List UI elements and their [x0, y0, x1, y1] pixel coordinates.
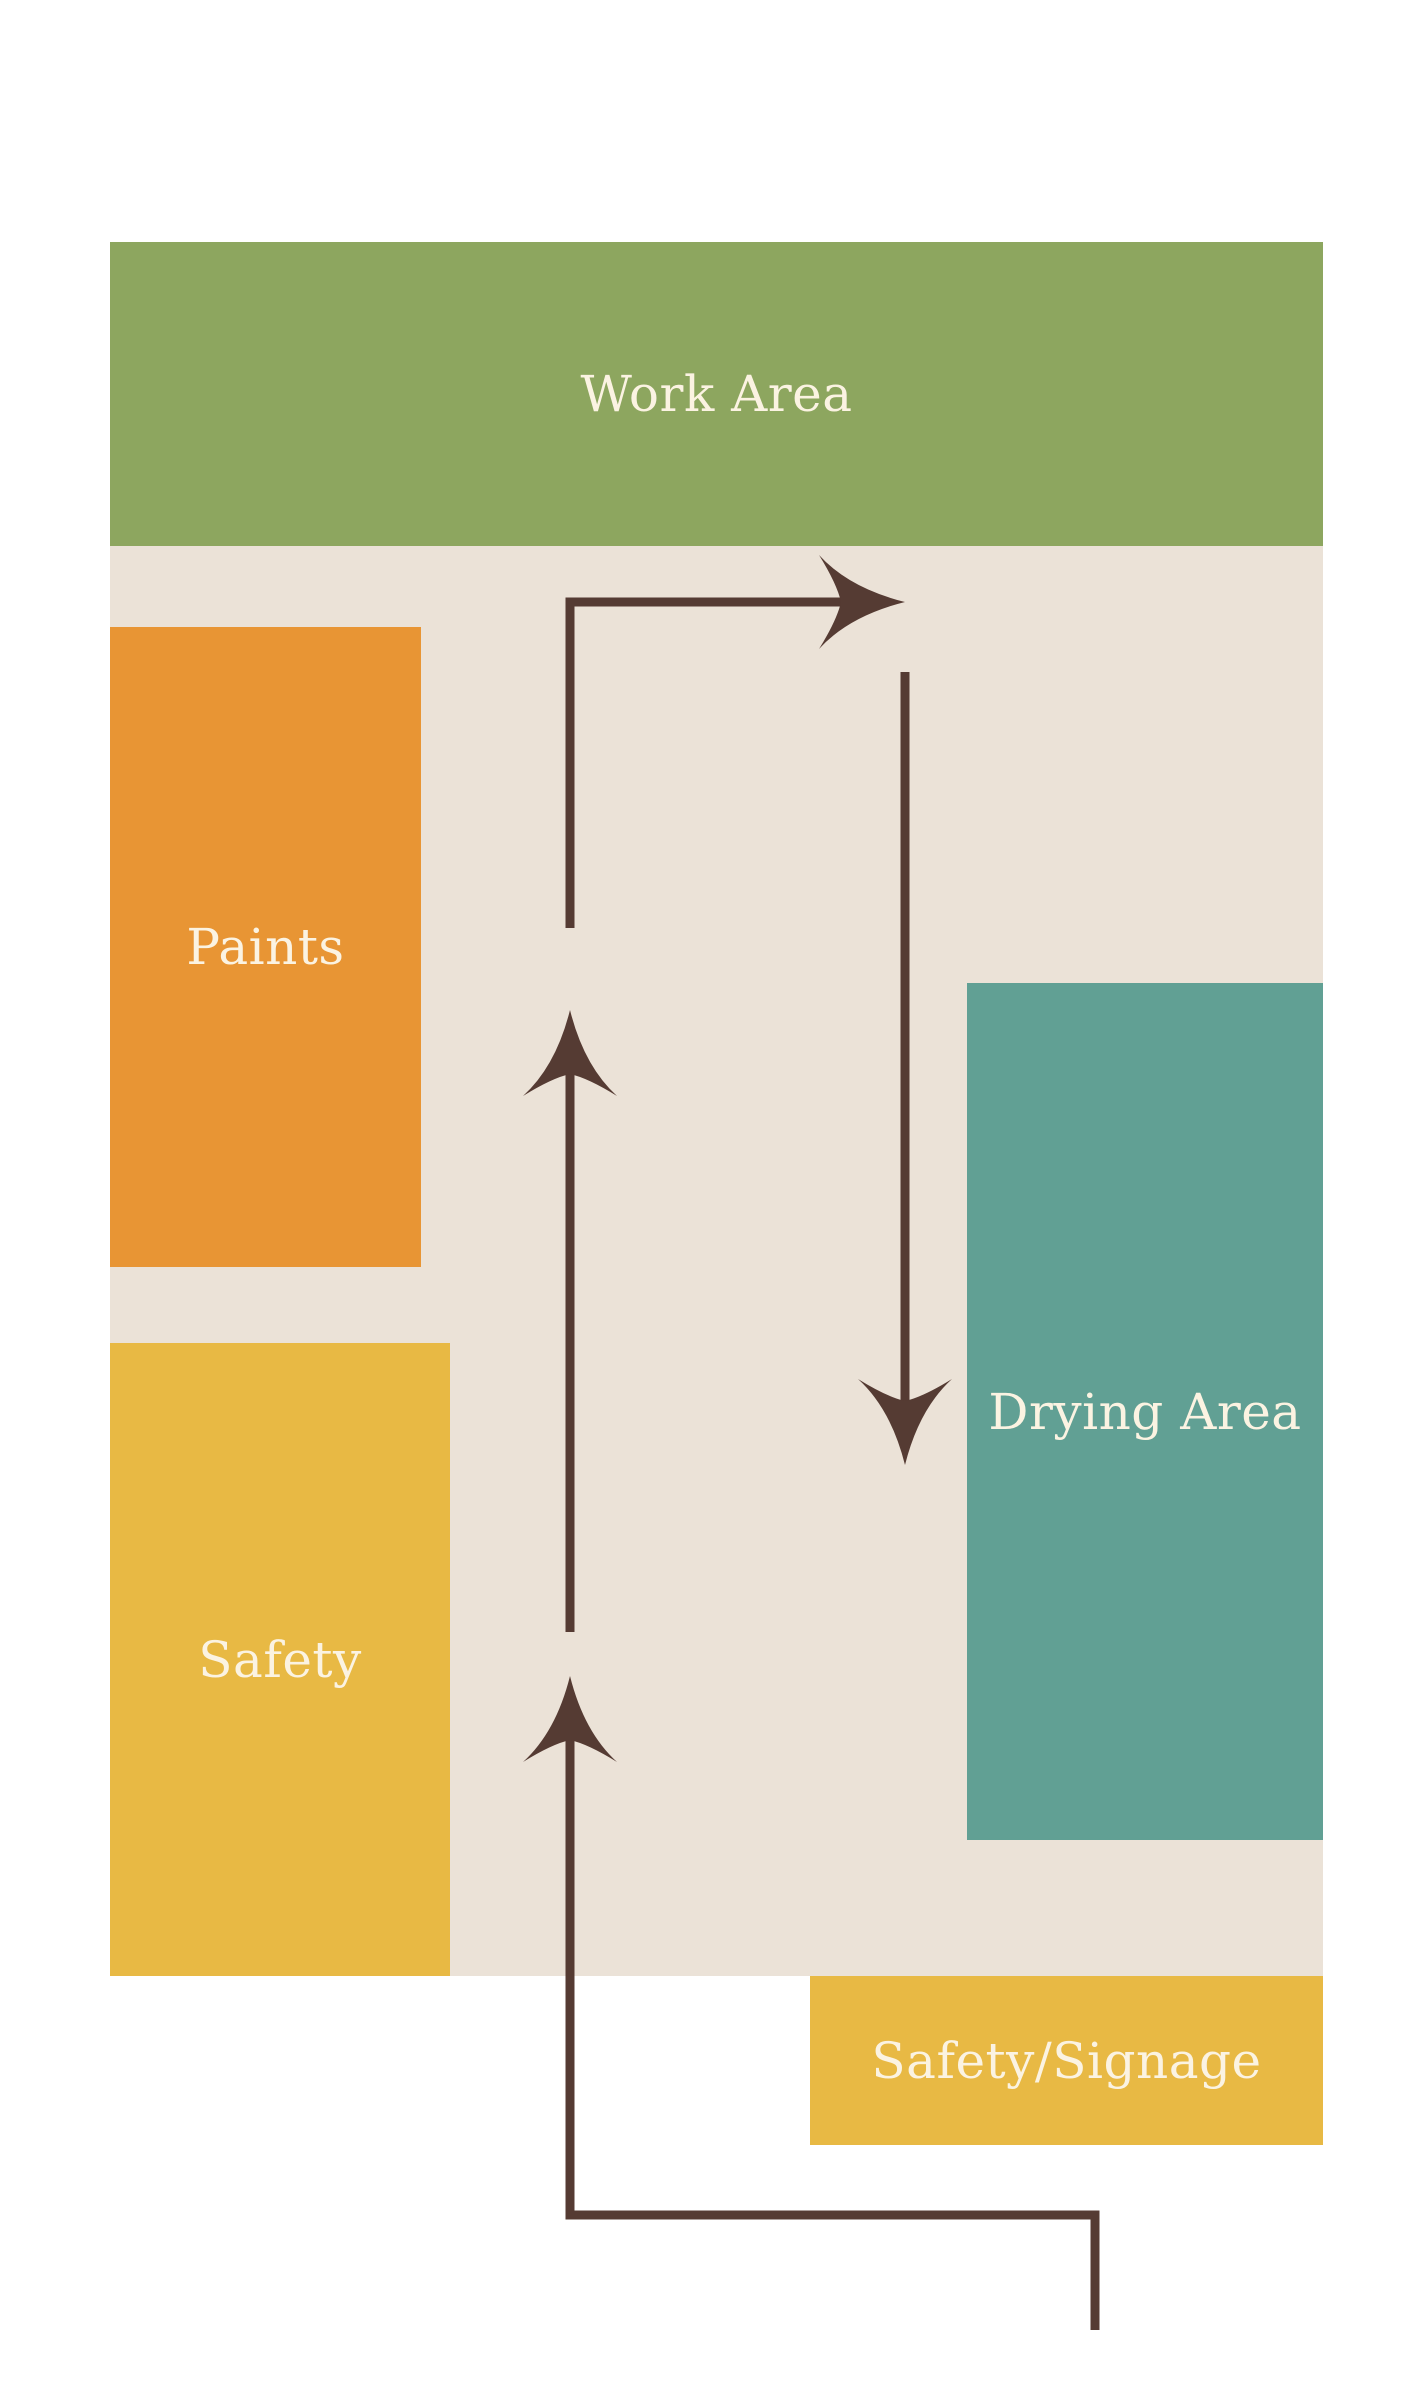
safety-signage-label: Safety/Signage: [871, 2031, 1262, 2090]
arrowhead-down: [858, 1379, 952, 1465]
work-area-label: Work Area: [580, 365, 853, 423]
top-turn-path: [565, 597, 850, 928]
arrowhead-up-middle: [523, 1010, 617, 1096]
drying-area-label: Drying Area: [988, 1382, 1302, 1441]
safety-signage-zone: Safety/Signage: [810, 1976, 1323, 2145]
paints-label: Paints: [186, 918, 345, 976]
arrowhead-up-lower: [523, 1676, 617, 1762]
drying-area-zone: Drying Area: [967, 983, 1323, 1840]
entry-path: [565, 1720, 1100, 2330]
paints-zone: Paints: [110, 627, 421, 1267]
work-area-zone: Work Area: [110, 242, 1323, 546]
safety-label: Safety: [198, 1630, 362, 1689]
safety-zone: Safety: [110, 1343, 450, 1976]
arrowhead-right: [819, 555, 905, 649]
